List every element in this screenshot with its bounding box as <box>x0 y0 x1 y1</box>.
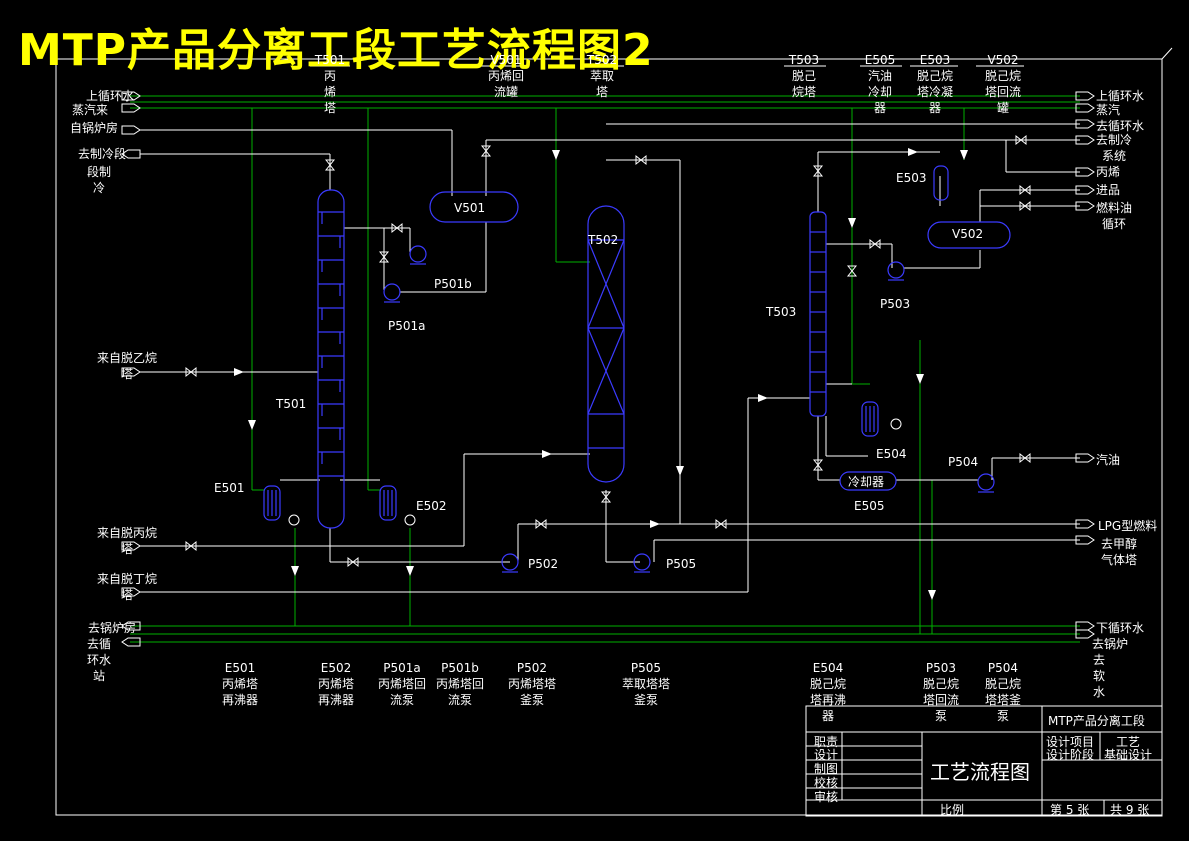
left-stream-1: 上循环水 <box>86 89 135 103</box>
label-v501: V501 <box>454 201 486 215</box>
v501-drum <box>429 191 519 223</box>
tb-stage-label: 设计阶段 <box>1046 748 1095 762</box>
right-stream-11: 下循环水 <box>1096 621 1145 635</box>
e503-exchanger <box>933 165 949 201</box>
utility-pipes <box>130 95 1080 643</box>
tb-drawing-name: 工艺流程图 <box>930 760 1030 784</box>
label-e502: E502 <box>416 499 447 513</box>
label-p503: P503 <box>880 297 911 311</box>
stream-terminals <box>121 91 1095 647</box>
t502-column <box>587 205 625 483</box>
tb-role-5: 审核 <box>814 790 839 804</box>
label-t502: T502 <box>588 233 619 247</box>
e505-cooler <box>839 471 897 491</box>
right-stream-gasoline: 汽油 <box>1096 453 1121 467</box>
tb-scale-label: 比例 <box>940 803 965 817</box>
label-v502: V502 <box>952 227 984 241</box>
tb-stage-value: 基础设计 <box>1104 748 1153 762</box>
label-p502: P502 <box>528 557 559 571</box>
feed-deethanizer: 来自脱乙烷塔 <box>96 351 157 381</box>
left-stream-4: 去制冷段 <box>78 147 127 161</box>
label-t501: T501 <box>276 397 307 411</box>
feed-depropanizer: 来自脱丙烷塔 <box>96 526 157 556</box>
t503-column <box>809 211 827 417</box>
e501-reboiler <box>263 485 281 521</box>
border-tick <box>1161 47 1173 60</box>
right-stream-6: 进品 <box>1096 183 1121 197</box>
tb-role-1: 职责 <box>814 735 839 749</box>
v502-drum <box>927 221 1011 249</box>
label-e505: E505 <box>854 499 885 513</box>
label-t503: T503 <box>766 305 797 319</box>
right-stream-2: 蒸汽 <box>1096 103 1121 117</box>
label-e503: E503 <box>896 171 927 185</box>
tb-role-4: 校核 <box>814 776 839 790</box>
right-stream-lpg: LPG型燃料 <box>1098 519 1158 533</box>
process-pipes <box>140 123 1080 593</box>
right-stream-methanol: 去甲醇气体塔 <box>1100 537 1137 567</box>
label-p501b: P501b <box>434 277 472 291</box>
left-stream-5: 段制冷 <box>86 165 111 195</box>
label-p505: P505 <box>666 557 697 571</box>
label-e501: E501 <box>214 481 245 495</box>
left-stream-bottom-1: 去锅炉房 <box>88 621 137 635</box>
t501-trays <box>318 211 344 477</box>
label-p504: P504 <box>948 455 979 469</box>
tb-total: 共 9 张 <box>1110 803 1150 817</box>
right-stream-13: 去软水 <box>1092 653 1105 699</box>
tb-design-item-label: 设计项目 <box>1046 735 1095 749</box>
drawing-title: MTP产品分离工段工艺流程图2 <box>18 25 654 76</box>
tb-role-3: 制图 <box>814 762 839 776</box>
right-stream-3: 去循环水 <box>1096 119 1145 133</box>
left-stream-2: 蒸汽来 <box>72 103 109 117</box>
right-stream-7: 燃料油循环 <box>1095 201 1132 231</box>
steam-traps <box>288 418 902 526</box>
flow-arrows <box>234 148 968 600</box>
feed-debutanizer: 来自脱丁烷塔 <box>96 572 157 602</box>
label-p501a: P501a <box>388 319 426 333</box>
e502-reboiler <box>379 485 397 521</box>
left-stream-3: 自锅炉房 <box>70 121 119 135</box>
tb-design-item-value: 工艺 <box>1116 735 1141 749</box>
pumps <box>383 245 995 573</box>
right-stream-1: 上循环水 <box>1096 89 1145 103</box>
left-stream-bottom-2: 去循环水站 <box>86 637 111 683</box>
label-cooler: 冷却器 <box>848 475 885 489</box>
valves <box>185 134 1031 568</box>
right-stream-12: 去锅炉 <box>1092 637 1129 651</box>
right-stream-5: 丙烯 <box>1096 165 1121 179</box>
tb-role-2: 设计 <box>814 748 839 762</box>
label-e504: E504 <box>876 447 907 461</box>
e504-reboiler <box>861 401 879 437</box>
drawing-border <box>55 58 1163 816</box>
equipment <box>263 165 1011 573</box>
t501-column <box>317 189 345 529</box>
title-block-frame <box>805 705 1163 817</box>
tb-sheet: 第 5 张 <box>1050 803 1090 817</box>
right-stream-4: 去制冷系统 <box>1095 133 1132 163</box>
tb-project: MTP产品分离工段 <box>1048 714 1145 728</box>
